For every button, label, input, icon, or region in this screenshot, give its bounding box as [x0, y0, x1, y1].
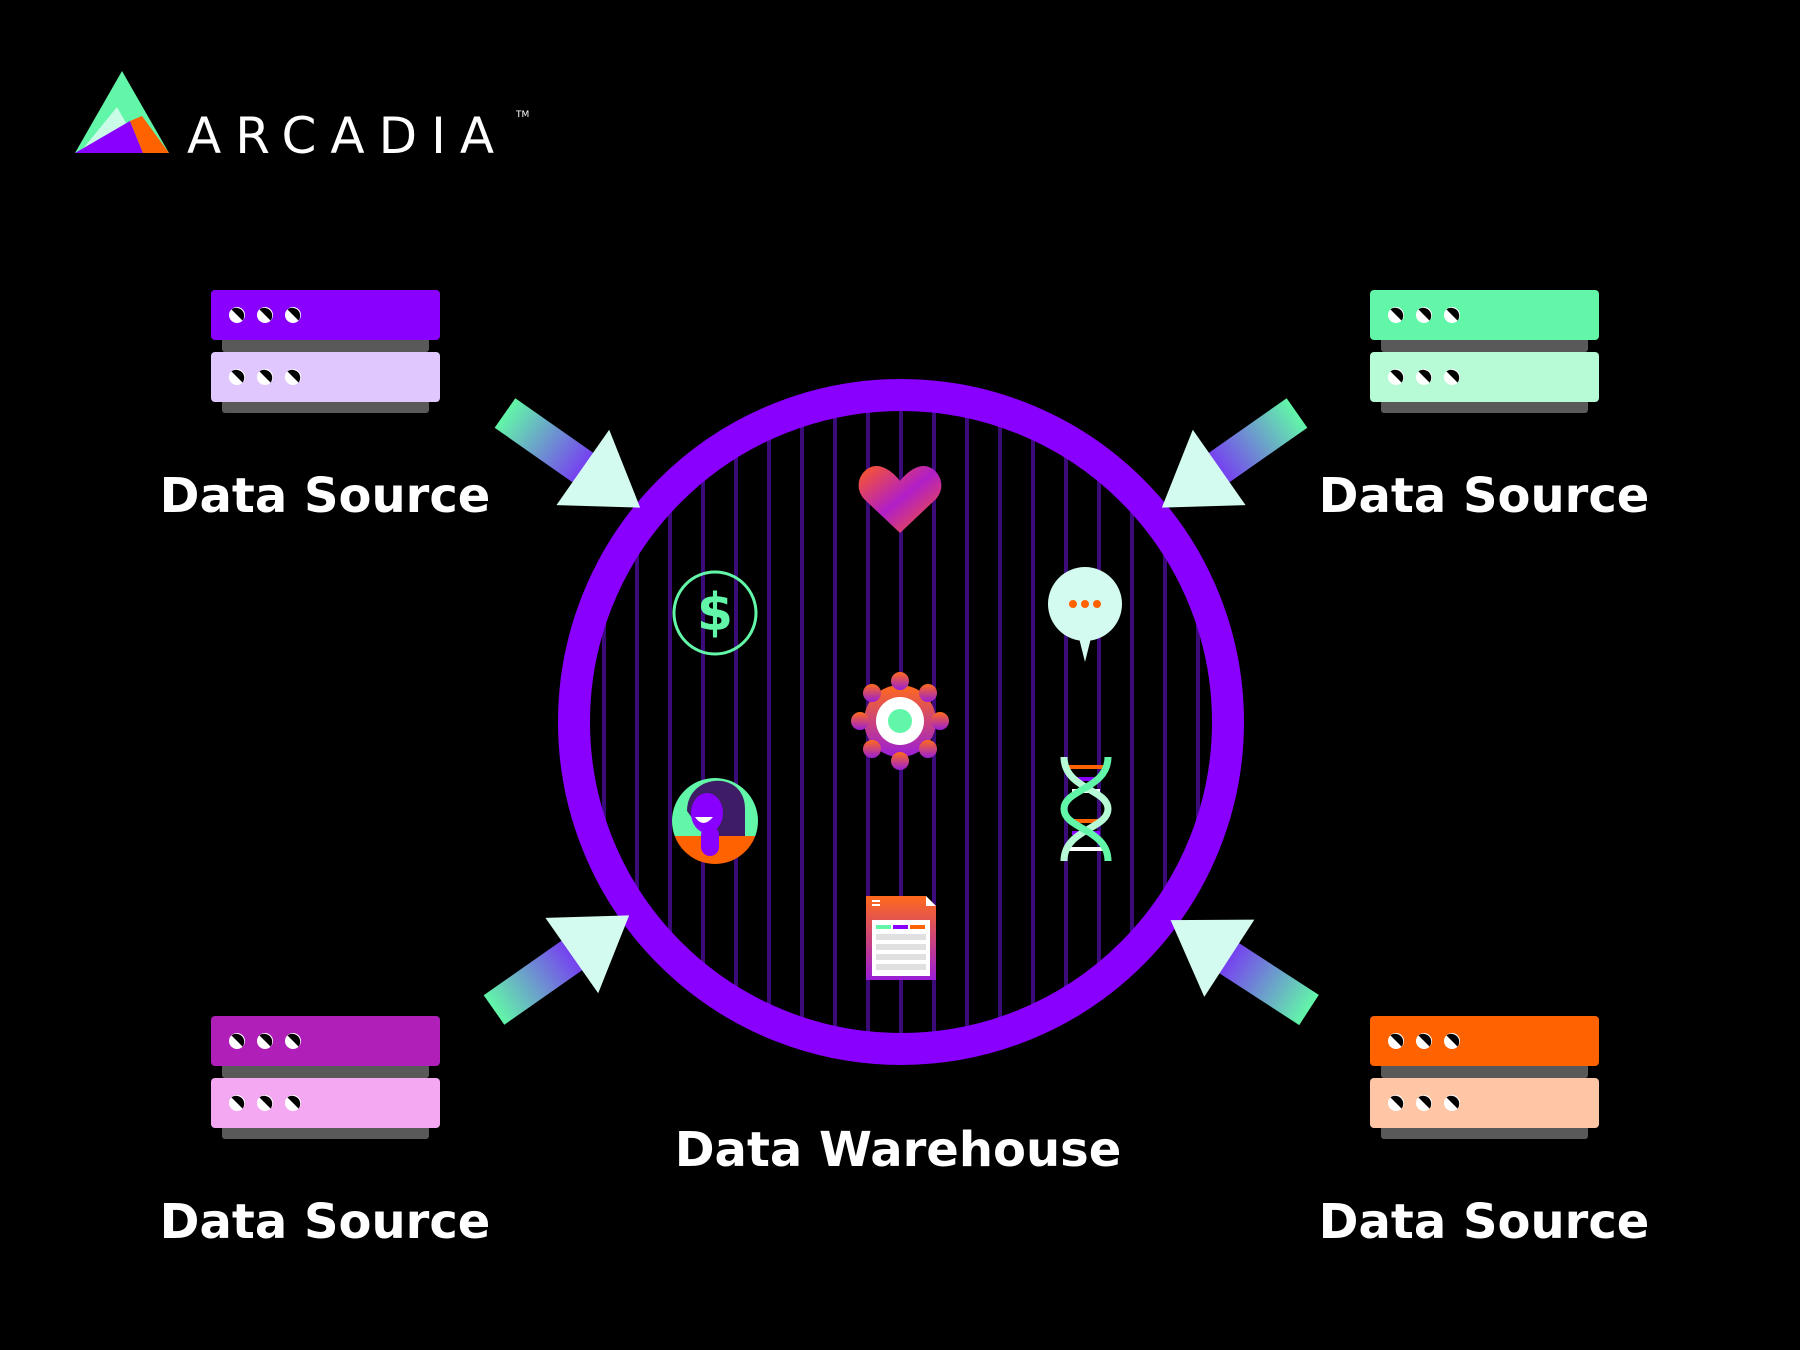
chat-bubble-icon — [1048, 567, 1122, 662]
data-source-label: Data Source — [160, 468, 491, 524]
logo-trademark: TM — [515, 110, 529, 120]
inflow-arrow-icon — [1161, 398, 1308, 508]
svg-text:$: $ — [697, 583, 733, 643]
inflow-arrow-icon — [483, 915, 630, 1025]
arrows — [483, 398, 1319, 1026]
data-source-1: Data Source — [160, 290, 491, 524]
data-source-3: Data Source — [160, 1016, 491, 1250]
gear-icon — [851, 672, 949, 770]
logo-text: ARCADIA — [187, 107, 508, 165]
server-icon — [211, 1016, 440, 1139]
server-icon — [1370, 290, 1599, 413]
data-source-2: Data Source — [1319, 290, 1650, 524]
data-source-4: Data Source — [1319, 1016, 1650, 1250]
spreadsheet-document-icon — [866, 896, 936, 980]
inflow-arrow-icon — [1170, 919, 1319, 1026]
warehouse-ring — [558, 379, 1244, 1065]
server-icon — [1370, 1016, 1599, 1139]
logo-triangle-icon — [75, 71, 169, 153]
dna-icon — [1060, 756, 1112, 862]
person-avatar-icon — [672, 778, 758, 864]
arcadia-logo: ARCADIA TM — [75, 71, 529, 165]
server-icon — [211, 290, 440, 413]
heart-icon — [858, 465, 942, 533]
warehouse-label: Data Warehouse — [675, 1122, 1122, 1178]
data-source-label: Data Source — [1319, 468, 1650, 524]
dollar-icon: $ — [672, 570, 758, 656]
data-source-label: Data Source — [160, 1194, 491, 1250]
inflow-arrow-icon — [494, 398, 641, 508]
data-source-label: Data Source — [1319, 1194, 1650, 1250]
